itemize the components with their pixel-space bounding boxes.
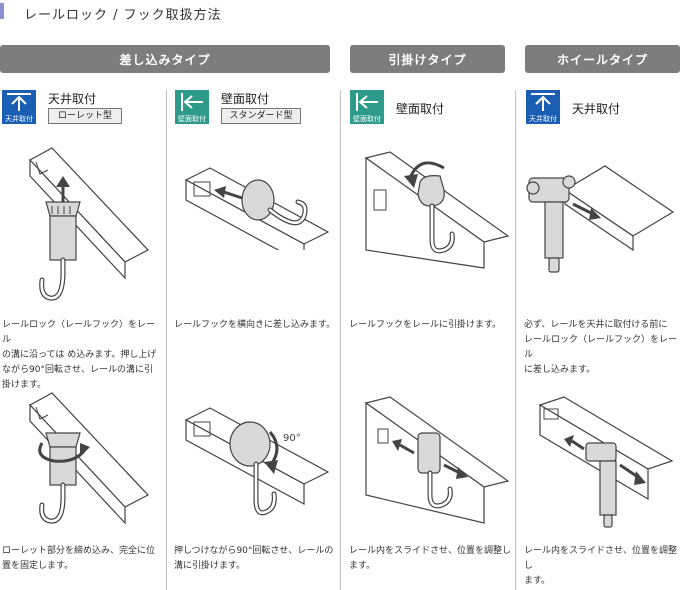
step-description: 必ず、レールを天井に取付ける前にレールロック（レールフック）をレール に差し込み… [524, 320, 678, 375]
step-description: レール内をスライドさせ、位置を調整します。 [524, 546, 678, 586]
wheel-insert-illustration [526, 165, 675, 273]
step-description: レールフックをレールに引掛けます。 [349, 320, 502, 330]
ceiling-insert-illustration [29, 147, 149, 301]
page-header: レールロック / フック取扱方法 [0, 0, 680, 24]
wall-mount-badge: 壁面取付 [350, 90, 384, 124]
wall-rotate-illustration [184, 407, 330, 516]
method-title: 天井取付 [48, 92, 97, 106]
step-description: レール内をスライドさせ、位置を調整します。 [349, 546, 512, 571]
wall-insert-illustration [184, 167, 330, 250]
method-title: 壁面取付 [221, 92, 270, 106]
wall-mount-badge: 壁面取付 [175, 90, 209, 124]
title-accent-mark [0, 3, 4, 19]
wall-arrow-icon [356, 93, 378, 111]
ceiling-arrow-icon [531, 93, 555, 111]
ceiling-tighten-illustration [29, 392, 149, 525]
step-description: レールフックを横向きに差し込みます。 [174, 320, 336, 330]
method-title: 壁面取付 [396, 102, 445, 116]
step-description: 押しつけながら90°回転させ、レールの溝に引掛けます。 [174, 546, 334, 571]
category-hang-type: 引掛けタイプ [350, 45, 505, 73]
wall-hang-illustration [364, 151, 510, 269]
wall-slide-illustration [364, 396, 510, 524]
rotation-degree-label: 90° [283, 433, 301, 444]
ceiling-mount-badge: 天井取付 [526, 90, 560, 124]
column-divider [515, 90, 516, 590]
ceiling-arrow-icon [7, 93, 31, 111]
column-divider [166, 90, 167, 590]
page-title: レールロック / フック取扱方法 [24, 8, 222, 23]
method-subtype: スタンダード型 [221, 108, 301, 124]
ceiling-mount-badge: 天井取付 [2, 90, 36, 124]
method-subtype: ローレット型 [48, 108, 122, 124]
category-wheel-type: ホイールタイプ [525, 45, 680, 73]
wall-arrow-icon [181, 93, 203, 111]
method-title: 天井取付 [572, 102, 621, 116]
step-description: レールロック（レールフック）をレールの溝に沿っては め込みます。押し上げ ながら… [2, 320, 157, 390]
category-insert-type: 差し込みタイプ [0, 45, 330, 73]
wheel-slide-illustration [538, 396, 674, 528]
step-description: ローレット部分を締め込み、完全に位置を固定します。 [2, 546, 156, 571]
column-divider [340, 90, 341, 590]
